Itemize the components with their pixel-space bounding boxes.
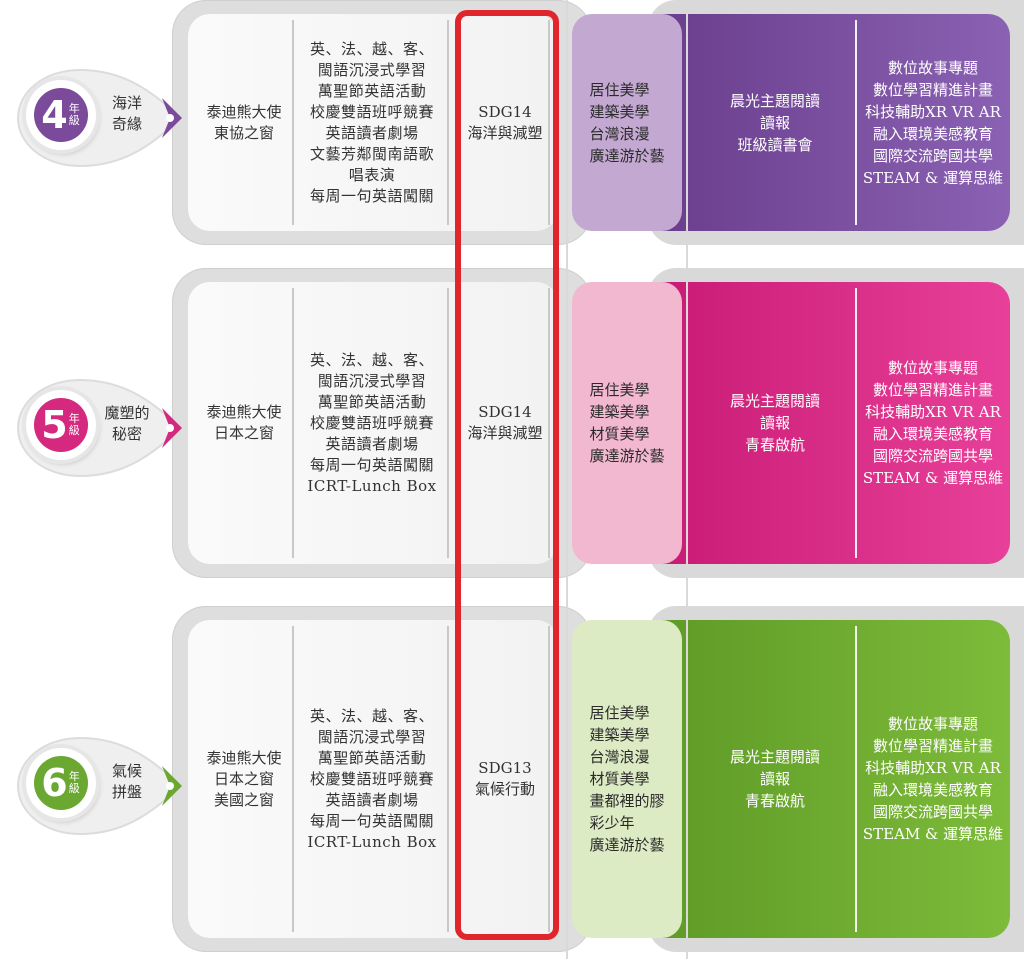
row-shell-inner <box>188 620 558 938</box>
grade-4-row: 4 年 級 海洋 奇緣 泰迪熊大使 東協之窗 英、法、越、客、 閩語沉浸式學習 … <box>0 0 1024 245</box>
grade-circle: 6 年 級 <box>26 748 96 818</box>
activities-cell: 英、法、越、客、 閩語沉浸式學習 萬聖節英語活動 校慶雙語班呼競賽 英語讀者劇場… <box>307 706 437 851</box>
color-divider <box>855 626 857 932</box>
color-block <box>652 620 1010 938</box>
digital-cell: 數位故事專題 數位學習精進計畫 科技輔助XR VR AR 融入環境美感教育 國際… <box>862 715 1004 843</box>
grade-6-row: 6 年 級 氣候 拼盤 泰迪熊大使 日本之窗 美國之窗 英、法、越、客、 閩語沉… <box>0 606 1024 952</box>
sdg-cell: SDG13 氣候行動 <box>474 759 535 798</box>
grade-5-row: 5 年 級 魔塑的 秘密 泰迪熊大使 日本之窗 英、法、越、客、 閩語沉浸式學習… <box>0 268 1024 578</box>
sdg-column-highlight <box>455 10 559 940</box>
color-divider <box>855 288 857 558</box>
grade-theme: 魔塑的 秘密 <box>104 404 150 443</box>
sdg-cell: SDG14 海洋與減塑 <box>467 102 543 142</box>
reading-cell: 晨光主題閱讀 讀報 班級讀書會 <box>729 91 820 154</box>
column-divider <box>292 20 294 225</box>
grade-number: 4 <box>41 93 68 137</box>
column-divider <box>447 626 449 932</box>
activities-cell: 英、法、越、客、 閩語沉浸式學習 萬聖節英語活動 校慶雙語班呼競賽 英語讀者劇場… <box>309 39 434 205</box>
vertical-guide-line <box>566 0 568 959</box>
grade-circle: 5 年 級 <box>26 390 96 460</box>
aesthetics-panel: 居住美學 建築美學 台灣浪漫 廣達游於藝 <box>572 14 682 231</box>
ambassador-cell: 泰迪熊大使 東協之窗 <box>206 102 282 142</box>
row-shell-inner <box>188 282 558 564</box>
grade-number: 5 <box>41 403 68 447</box>
grade-label: 年 級 <box>68 102 80 127</box>
column-divider <box>548 20 550 225</box>
color-block <box>652 282 1010 564</box>
grade-number: 6 <box>41 761 68 805</box>
ambassador-cell: 泰迪熊大使 日本之窗 <box>206 403 282 442</box>
column-divider <box>447 288 449 558</box>
color-block <box>652 14 1010 231</box>
reading-cell: 晨光主題閱讀 讀報 青春啟航 <box>729 748 820 810</box>
column-divider <box>548 288 550 558</box>
grade-circle: 4 年 級 <box>26 80 96 150</box>
reading-cell: 晨光主題閱讀 讀報 青春啟航 <box>729 392 820 454</box>
sdg-cell: SDG14 海洋與減塑 <box>467 403 543 442</box>
aesthetics-panel: 居住美學 建築美學 材質美學 廣達游於藝 <box>572 282 682 564</box>
activities-cell: 英、法、越、客、 閩語沉浸式學習 萬聖節英語活動 校慶雙語班呼競賽 英語讀者劇場… <box>307 350 437 495</box>
grade-theme: 海洋 奇緣 <box>111 94 142 133</box>
row-shell-inner <box>188 14 558 231</box>
vertical-guide-line <box>686 0 688 959</box>
column-divider <box>447 20 449 225</box>
grade-theme: 氣候 拼盤 <box>111 762 142 801</box>
aesthetics-panel: 居住美學 建築美學 台灣浪漫 材質美學 畫都裡的膠 彩少年 廣達游於藝 <box>572 620 682 938</box>
ambassador-cell: 泰迪熊大使 日本之窗 美國之窗 <box>206 748 282 809</box>
digital-cell: 數位故事專題 數位學習精進計畫 科技輔助XR VR AR 融入環境美感教育 國際… <box>862 58 1004 187</box>
grade-label: 年 級 <box>68 412 80 437</box>
grade-label: 年 級 <box>68 770 80 795</box>
column-divider <box>292 288 294 558</box>
digital-cell: 數位故事專題 數位學習精進計畫 科技輔助XR VR AR 融入環境美感教育 國際… <box>862 359 1004 487</box>
column-divider <box>548 626 550 932</box>
column-divider <box>292 626 294 932</box>
color-divider <box>855 20 857 225</box>
